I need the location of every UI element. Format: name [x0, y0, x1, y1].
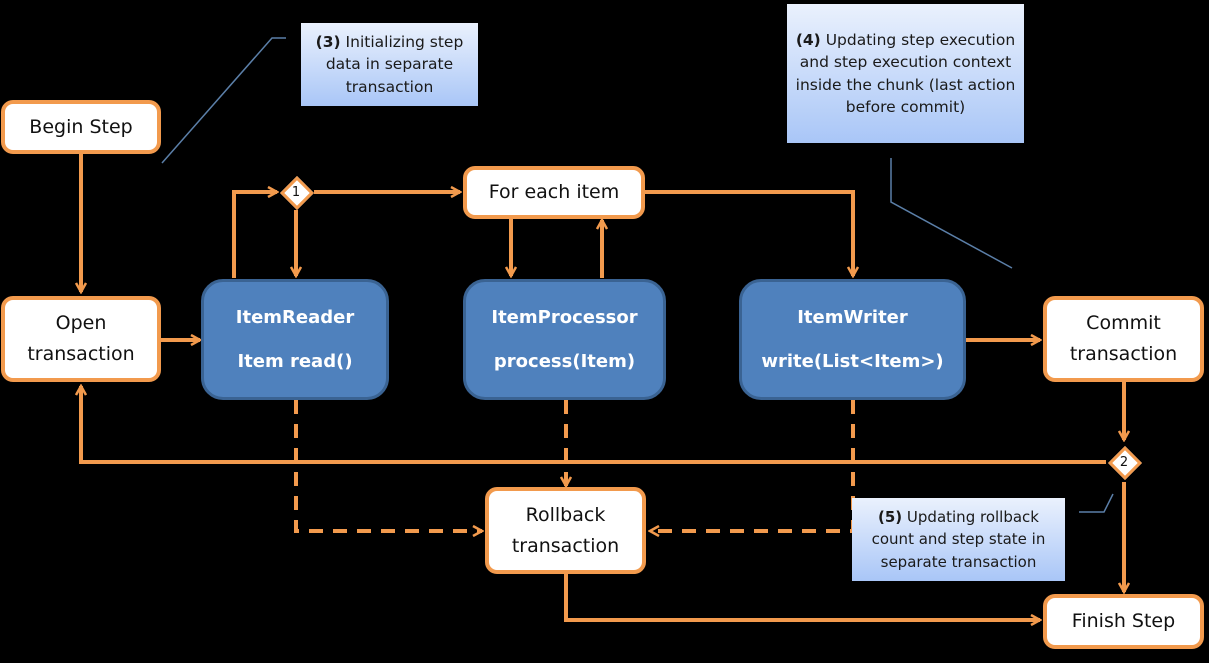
open-transaction-line2: transaction	[27, 343, 135, 365]
item-reader-component[interactable]: ItemReader Item read()	[201, 279, 389, 400]
note-4-number: (4)	[795, 30, 821, 49]
decision-2[interactable]: 2	[1109, 447, 1139, 477]
rollback-transaction-line1: Rollback	[525, 503, 606, 526]
item-reader-method: Item read()	[237, 350, 353, 372]
note-3-number: (3)	[315, 32, 341, 51]
open-transaction-line1: Open	[55, 312, 107, 334]
edge-d2-open	[81, 386, 1106, 464]
open-transaction-node[interactable]: Open transaction	[1, 296, 161, 382]
edge-writer-rollback	[650, 400, 855, 531]
note-5-updating-rollback-count: (5) Updating rollback count and step sta…	[852, 498, 1065, 581]
rollback-transaction-node[interactable]: Rollback transaction	[485, 487, 646, 574]
item-processor-component[interactable]: ItemProcessor process(Item)	[463, 279, 666, 400]
note-3-text: Initializing step data in separate trans…	[325, 32, 464, 96]
callout-line-3	[161, 37, 286, 164]
finish-step-label: Finish Step	[1071, 610, 1176, 632]
edge-foreach-writer	[645, 190, 853, 276]
for-each-item-node[interactable]: For each item	[463, 166, 645, 219]
finish-step-node[interactable]: Finish Step	[1043, 594, 1204, 649]
decision-2-label: 2	[1119, 454, 1129, 470]
item-writer-component[interactable]: ItemWriter write(List<Item>)	[739, 279, 966, 400]
edge-reader-d1	[232, 192, 277, 278]
commit-transaction-line1: Commit	[1086, 312, 1161, 334]
note-4-updating-step-execution: (4) Updating step execution and step exe…	[787, 4, 1024, 143]
edge-reader-rollback	[294, 400, 482, 531]
note-5-number: (5)	[878, 507, 903, 526]
decision-1-label: 1	[291, 184, 301, 200]
decision-1[interactable]: 1	[281, 177, 311, 207]
item-writer-title: ItemWriter	[797, 307, 908, 329]
callout-line-4	[890, 158, 1013, 269]
note-4-text: Updating step execution and step executi…	[795, 30, 1016, 117]
begin-step-node[interactable]: Begin Step	[1, 100, 161, 154]
note-5-text: Updating rollback count and step state i…	[871, 507, 1046, 571]
begin-step-label: Begin Step	[29, 115, 133, 138]
for-each-item-label: For each item	[488, 181, 620, 203]
item-writer-method: write(List<Item>)	[761, 350, 944, 372]
callout-line-5	[1079, 493, 1114, 513]
commit-transaction-node[interactable]: Commit transaction	[1043, 296, 1204, 382]
rollback-transaction-line2: transaction	[511, 534, 620, 557]
note-3-initializing-step: (3) Initializing step data in separate t…	[301, 23, 478, 106]
item-processor-title: ItemProcessor	[491, 307, 638, 329]
item-reader-title: ItemReader	[235, 307, 355, 329]
item-processor-method: process(Item)	[493, 350, 636, 372]
commit-transaction-line2: transaction	[1069, 343, 1178, 365]
edge-rollback-finish	[564, 574, 1040, 620]
